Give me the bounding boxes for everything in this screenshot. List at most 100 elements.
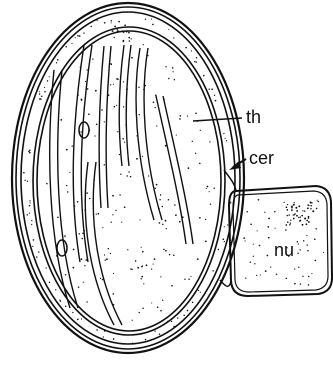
stipple-dot — [73, 249, 75, 251]
stipple-dot — [121, 30, 123, 32]
stipple-dot — [81, 238, 83, 240]
stipple-dot — [57, 59, 59, 61]
stipple-dot — [128, 37, 129, 38]
stipple-dot — [306, 220, 308, 222]
stipple-dot — [291, 210, 292, 211]
stipple-dot — [190, 276, 191, 277]
stipple-dot — [182, 216, 184, 218]
stipple-dot — [174, 79, 175, 80]
stipple-dot — [79, 233, 80, 234]
stipple-dot — [294, 283, 296, 285]
stipple-dot — [215, 100, 217, 102]
stipple-dot — [130, 268, 132, 270]
stipple-dot — [145, 339, 147, 341]
stipple-dot — [127, 249, 128, 250]
stipple-dot — [300, 249, 301, 250]
stipple-dot — [152, 24, 154, 26]
stipple-dot — [56, 62, 57, 63]
stipple-dot — [30, 202, 31, 203]
chloroplast-inner-envelope — [21, 12, 235, 344]
stipple-dot — [142, 265, 143, 266]
stipple-dot — [162, 300, 163, 301]
stipple-dot — [175, 214, 177, 216]
stipple-dot — [259, 245, 261, 247]
stipple-dot — [27, 181, 28, 182]
stipple-dot — [84, 209, 85, 210]
stipple-dot — [286, 209, 288, 211]
stipple-dot — [224, 226, 225, 227]
stipple-dot — [304, 210, 305, 211]
stipple-dot — [250, 224, 252, 226]
stipple-dot — [154, 330, 155, 331]
stipple-dot — [49, 76, 50, 77]
stipple-dot — [111, 22, 112, 23]
stipple-dot — [77, 35, 79, 37]
stipple-dot — [162, 224, 163, 225]
thylakoid-band — [99, 46, 104, 208]
stipple-dot — [141, 276, 143, 278]
stipple-dot — [126, 88, 128, 90]
stipple-dot — [123, 106, 124, 107]
nu-label: nu — [274, 241, 294, 259]
stipple-dot — [160, 194, 161, 195]
stipple-dot — [87, 69, 88, 70]
stipple-dot — [39, 93, 41, 95]
stipple-dot — [143, 89, 145, 91]
stipple-dot — [139, 219, 140, 220]
stipple-dot — [29, 213, 30, 214]
stipple-dot — [296, 215, 298, 217]
stipple-dot — [56, 255, 58, 257]
stipple-dot — [308, 284, 310, 286]
stipple-dot — [197, 120, 199, 122]
stipple-dot — [293, 204, 295, 206]
thylakoid-band — [163, 96, 193, 244]
stipple-dot — [200, 130, 201, 131]
stipple-dot — [80, 67, 81, 68]
stipple-dot — [165, 66, 166, 67]
stipple-dot — [104, 254, 105, 255]
stipple-dot — [72, 312, 73, 313]
stipple-dot — [295, 207, 297, 209]
stipple-dot — [119, 194, 120, 195]
stipple-dot — [88, 113, 90, 115]
stipple-dot — [124, 24, 126, 26]
stipple-dot — [65, 274, 67, 276]
stipple-dot — [132, 320, 133, 321]
stipple-dot — [254, 263, 255, 264]
stipple-dot — [122, 138, 124, 140]
stipple-dot — [192, 302, 193, 303]
stipple-dot — [144, 85, 146, 87]
stipple-dot — [100, 278, 101, 279]
stipple-dot — [306, 223, 308, 225]
stipple-dot — [260, 274, 261, 275]
stipple-dot — [168, 199, 170, 201]
stipple-dot — [66, 149, 68, 151]
stipple-dot — [285, 224, 287, 226]
stipple-dot — [187, 310, 189, 312]
thylakoid-band — [50, 70, 70, 308]
stipple-dot — [110, 253, 111, 254]
stipple-dot — [250, 261, 251, 262]
stipple-dot — [163, 249, 165, 251]
stipple-dot — [268, 218, 270, 220]
stipple-dot — [230, 202, 231, 203]
stipple-dot — [307, 250, 309, 252]
stipple-dot — [117, 78, 119, 80]
stipple-dot — [253, 256, 254, 257]
stipple-dot — [209, 141, 210, 142]
stipple-dot — [106, 258, 108, 260]
stipple-dot — [94, 179, 95, 180]
stipple-dot — [67, 191, 68, 192]
stipple-dot — [57, 217, 59, 219]
stipple-dot — [195, 153, 196, 154]
stipple-dot — [209, 191, 210, 192]
stipple-dot — [85, 259, 87, 261]
stipple-dot — [257, 230, 258, 231]
stipple-dot — [84, 265, 85, 266]
stipple-dot — [212, 270, 213, 271]
stipple-dot — [195, 61, 197, 63]
stipple-dot — [83, 32, 84, 33]
stipple-dot — [291, 205, 293, 207]
stipple-dot — [159, 222, 161, 224]
stipple-dot — [246, 211, 248, 213]
